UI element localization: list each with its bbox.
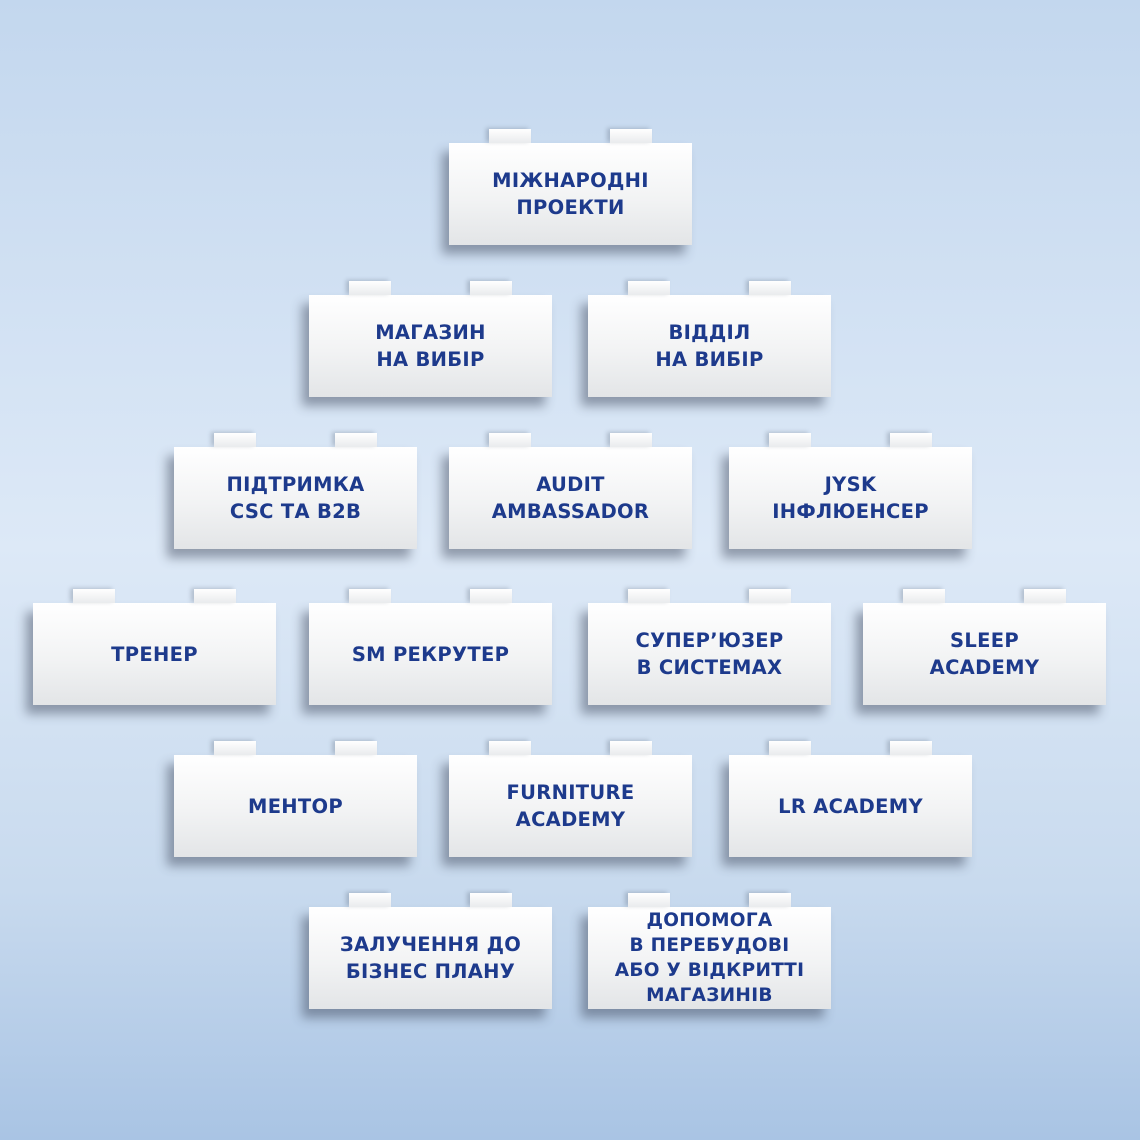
brick-trainer: ТРЕНЕР	[33, 589, 276, 705]
brick-label: СУПЕР’ЮЗЕР В СИСТЕМАХ	[635, 629, 784, 679]
brick-label: SM РЕКРУТЕР	[351, 642, 510, 666]
brick-label: FURNITURE ACADEMY	[506, 781, 635, 831]
brick-label: JYSK ІНФЛЮЕНСЕР	[772, 473, 929, 523]
brick-label: МІЖНАРОДНІ ПРОЕКТИ	[492, 169, 649, 219]
brick-label: ЗАЛУЧЕННЯ ДО БІЗНЕС ПЛАНУ	[339, 933, 522, 983]
brick-csc-b2b-support: ПІДТРИМКА CSC ТА B2B	[174, 433, 417, 549]
brick-label: МЕНТОР	[247, 794, 343, 818]
brick-sm-recruiter: SM РЕКРУТЕР	[309, 589, 552, 705]
brick-business-plan: ЗАЛУЧЕННЯ ДО БІЗНЕС ПЛАНУ	[309, 893, 552, 1009]
brick-label: SLEEP ACADEMY	[929, 629, 1040, 679]
brick-lr-academy: LR ACADEMY	[729, 741, 972, 857]
brick-label: ДОПОМОГА В ПЕРЕБУДОВІ АБО У ВІДКРИТТІ МА…	[614, 910, 805, 1006]
brick-label: ТРЕНЕР	[111, 642, 198, 666]
brick-international-projects: МІЖНАРОДНІ ПРОЕКТИ	[449, 129, 692, 245]
brick-jysk-influencer: JYSK ІНФЛЮЕНСЕР	[729, 433, 972, 549]
brick-store-of-choice: МАГАЗИН НА ВИБІР	[309, 281, 552, 397]
brick-furniture-academy: FURNITURE ACADEMY	[449, 741, 692, 857]
brick-label: МАГАЗИН НА ВИБІР	[375, 321, 486, 371]
brick-audit-ambassador: AUDIT AMBASSADOR	[449, 433, 692, 549]
brick-label: ПІДТРИМКА CSC ТА B2B	[226, 473, 365, 523]
brick-sleep-academy: SLEEP ACADEMY	[863, 589, 1106, 705]
brick-mentor: МЕНТОР	[174, 741, 417, 857]
brick-super-user: СУПЕР’ЮЗЕР В СИСТЕМАХ	[588, 589, 831, 705]
brick-label: ВІДДІЛ НА ВИБІР	[655, 321, 764, 371]
brick-store-rebuild-help: ДОПОМОГА В ПЕРЕБУДОВІ АБО У ВІДКРИТТІ МА…	[588, 893, 831, 1009]
brick-label: LR ACADEMY	[778, 794, 923, 818]
brick-label: AUDIT AMBASSADOR	[491, 473, 650, 523]
brick-department-of-choice: ВІДДІЛ НА ВИБІР	[588, 281, 831, 397]
